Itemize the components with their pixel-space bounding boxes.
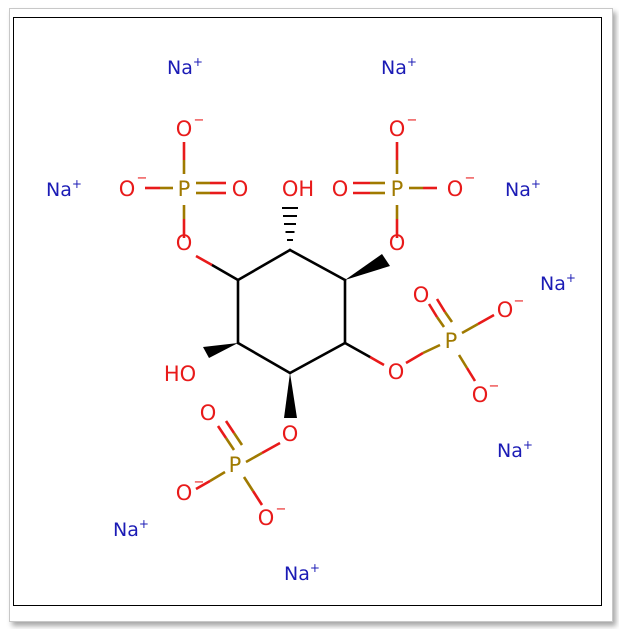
bond-c4-o [343,341,372,359]
oxygen-atom: O [176,231,193,255]
sodium-ions: Na+ Na+ Na+ Na+ Na+ Na+ Na+ Na+ [46,55,576,585]
cyclohexane-ring [236,248,347,375]
sodium-ion: Na+ [46,177,82,201]
wedge-bond-o-lower [284,373,297,418]
oxygen-atom: O [447,177,464,201]
oxygen-atom: O [388,360,405,384]
sodium-ion: Na+ [497,438,533,462]
oxygen-atom: O [413,283,430,307]
phosphorus-atom: P [229,453,242,477]
oxygen-atom: O [332,177,349,201]
phosphate-upper-right: P O O − O O − [332,113,476,255]
negative-charge: − [489,379,500,394]
sodium-ion: Na+ [284,561,320,585]
oxygen-atom: O [472,383,489,407]
ring-bond-1 [236,248,292,282]
wedge-bond-ho-left [203,343,238,358]
phosphorus-atom: P [391,177,404,201]
bond-c1-o-red [195,254,213,267]
phosphorus-atom: P [178,177,191,201]
negative-charge: − [514,294,525,309]
negative-charge: − [137,171,148,186]
hashed-bond-oh-top [282,207,298,241]
phosphate-right: O P O O − O − [388,283,525,407]
phosphate-upper-left: P O O − O − O [119,113,249,255]
oxygen-atom: O [389,117,406,141]
ring-bond-4 [288,341,347,375]
negative-charge: − [465,171,476,186]
oxygen-atom: O [176,481,193,505]
oxygen-atom: O [232,177,249,201]
negative-charge: − [194,475,205,490]
hydroxyl-group-top: OH [282,177,314,201]
negative-charge: − [276,502,287,517]
wedge-bond-o-upper-right [345,254,390,280]
phosphate-lower: O P O O − O − [176,401,299,530]
negative-charge: − [194,113,205,128]
negative-charge: − [407,113,418,128]
oxygen-atom: O [282,422,299,446]
sodium-ion: Na+ [540,271,576,295]
oxygen-atom: O [176,117,193,141]
hydroxyl-group-left: HO [164,362,196,386]
sodium-ion: Na+ [113,517,149,541]
oxygen-atom: O [497,298,514,322]
oxygen-atom: O [200,401,217,425]
oxygen-atom: O [258,506,275,530]
oxygen-atom: O [389,231,406,255]
phosphorus-atom: P [445,329,458,353]
oxygen-atom: O [119,177,136,201]
sodium-ion: Na+ [167,55,203,79]
bond-c4-o-red [369,355,385,367]
ring-bond-5 [236,341,292,375]
sodium-ion: Na+ [505,177,541,201]
ring-bond-2 [288,248,347,282]
bond-c1-o [210,263,240,282]
structure-border [13,17,602,606]
sodium-ion: Na+ [381,55,417,79]
